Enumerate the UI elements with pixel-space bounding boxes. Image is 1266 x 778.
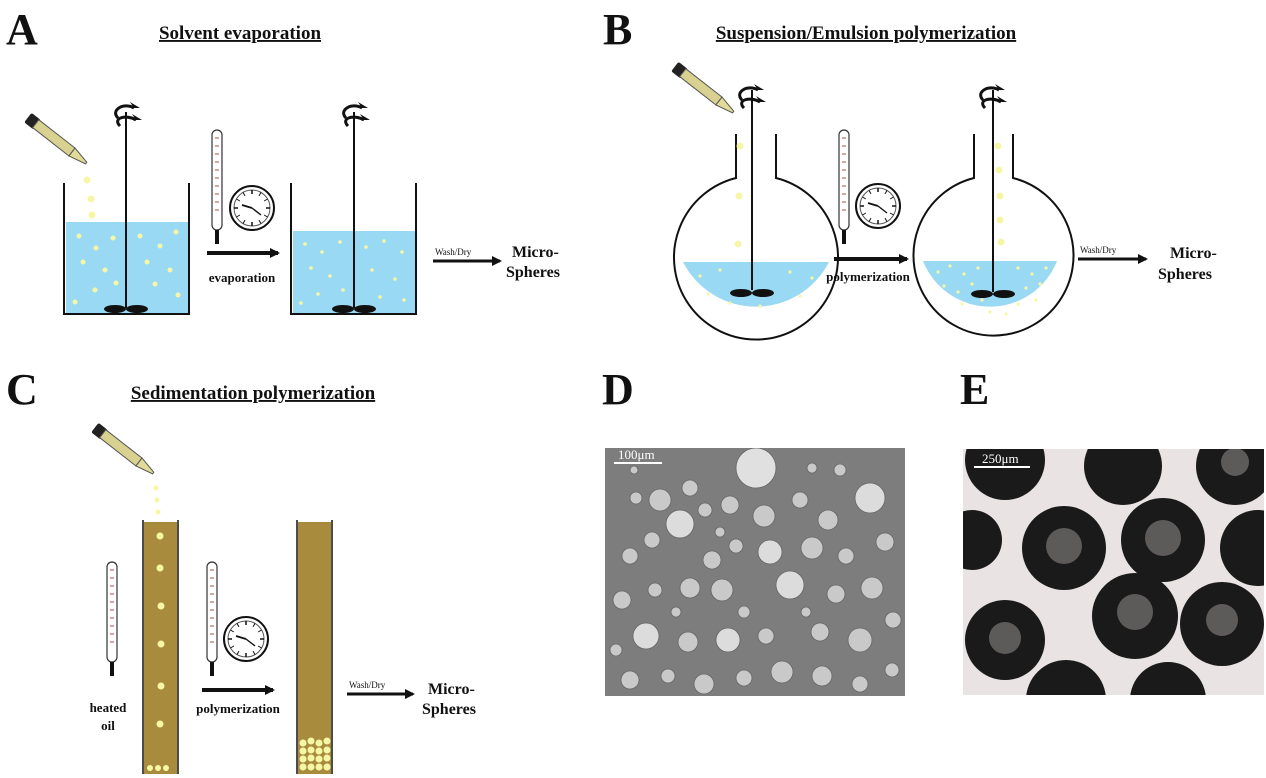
falling-drops [153, 485, 161, 515]
clock-icon [855, 183, 901, 229]
pipette-icon [90, 422, 158, 479]
wash-label: Wash/Dry [349, 680, 386, 690]
arrow-label: polymerization [196, 701, 281, 716]
panel-letter-b: B [603, 5, 632, 54]
wash-label: Wash/Dry [1080, 245, 1117, 255]
clock-icon [229, 185, 275, 231]
panel-c: C Sedimentation polymerization heated oi… [6, 365, 476, 774]
pipette-icon [670, 61, 738, 118]
panel-letter-c: C [6, 365, 38, 414]
result-label: Micro- [1170, 245, 1217, 262]
panel-d: D 100 [602, 365, 905, 696]
panel-b: B Suspension/Emulsion polymerization pol… [603, 5, 1217, 341]
panel-a: A Solvent evaporation ev [6, 5, 560, 315]
pipette-icon [23, 112, 91, 169]
oil-label: oil [101, 718, 115, 733]
oil-column-after [296, 520, 333, 774]
panel-letter-d: D [602, 365, 634, 414]
scale-label: 250μm [982, 451, 1019, 466]
oil-label: heated [90, 700, 128, 715]
micrograph-image [963, 449, 1264, 695]
stirrer-icon [342, 100, 372, 128]
arrow-label: polymerization [826, 269, 911, 284]
sem-image [605, 448, 905, 696]
oil-column-before [142, 520, 179, 774]
falling-drops [83, 176, 96, 219]
thermometer-icon [838, 129, 850, 245]
result-label: Spheres [422, 701, 476, 718]
arrow-label: evaporation [209, 270, 276, 285]
result-label: Spheres [506, 264, 560, 281]
panel-letter-a: A [6, 5, 38, 54]
panel-c-title: Sedimentation polymerization [131, 383, 376, 404]
clock-icon [223, 616, 269, 662]
flask-after [912, 90, 1075, 337]
panel-letter-e: E [960, 365, 989, 414]
flask-before [673, 90, 839, 341]
panel-e: E 250μm [960, 365, 1264, 695]
thermometer-icon [206, 561, 218, 677]
panel-a-title: Solvent evaporation [159, 23, 321, 44]
scale-label: 100μm [618, 447, 655, 462]
thermometer-icon [211, 129, 223, 245]
beaker-before [63, 112, 190, 315]
result-label: Spheres [1158, 266, 1212, 283]
stirrer-icon [114, 100, 144, 128]
beaker-after [290, 112, 417, 315]
result-label: Micro- [428, 681, 475, 698]
wash-label: Wash/Dry [435, 247, 472, 257]
panel-b-title: Suspension/Emulsion polymerization [716, 23, 1017, 44]
thermometer-icon [106, 561, 118, 677]
result-label: Micro- [512, 244, 559, 261]
